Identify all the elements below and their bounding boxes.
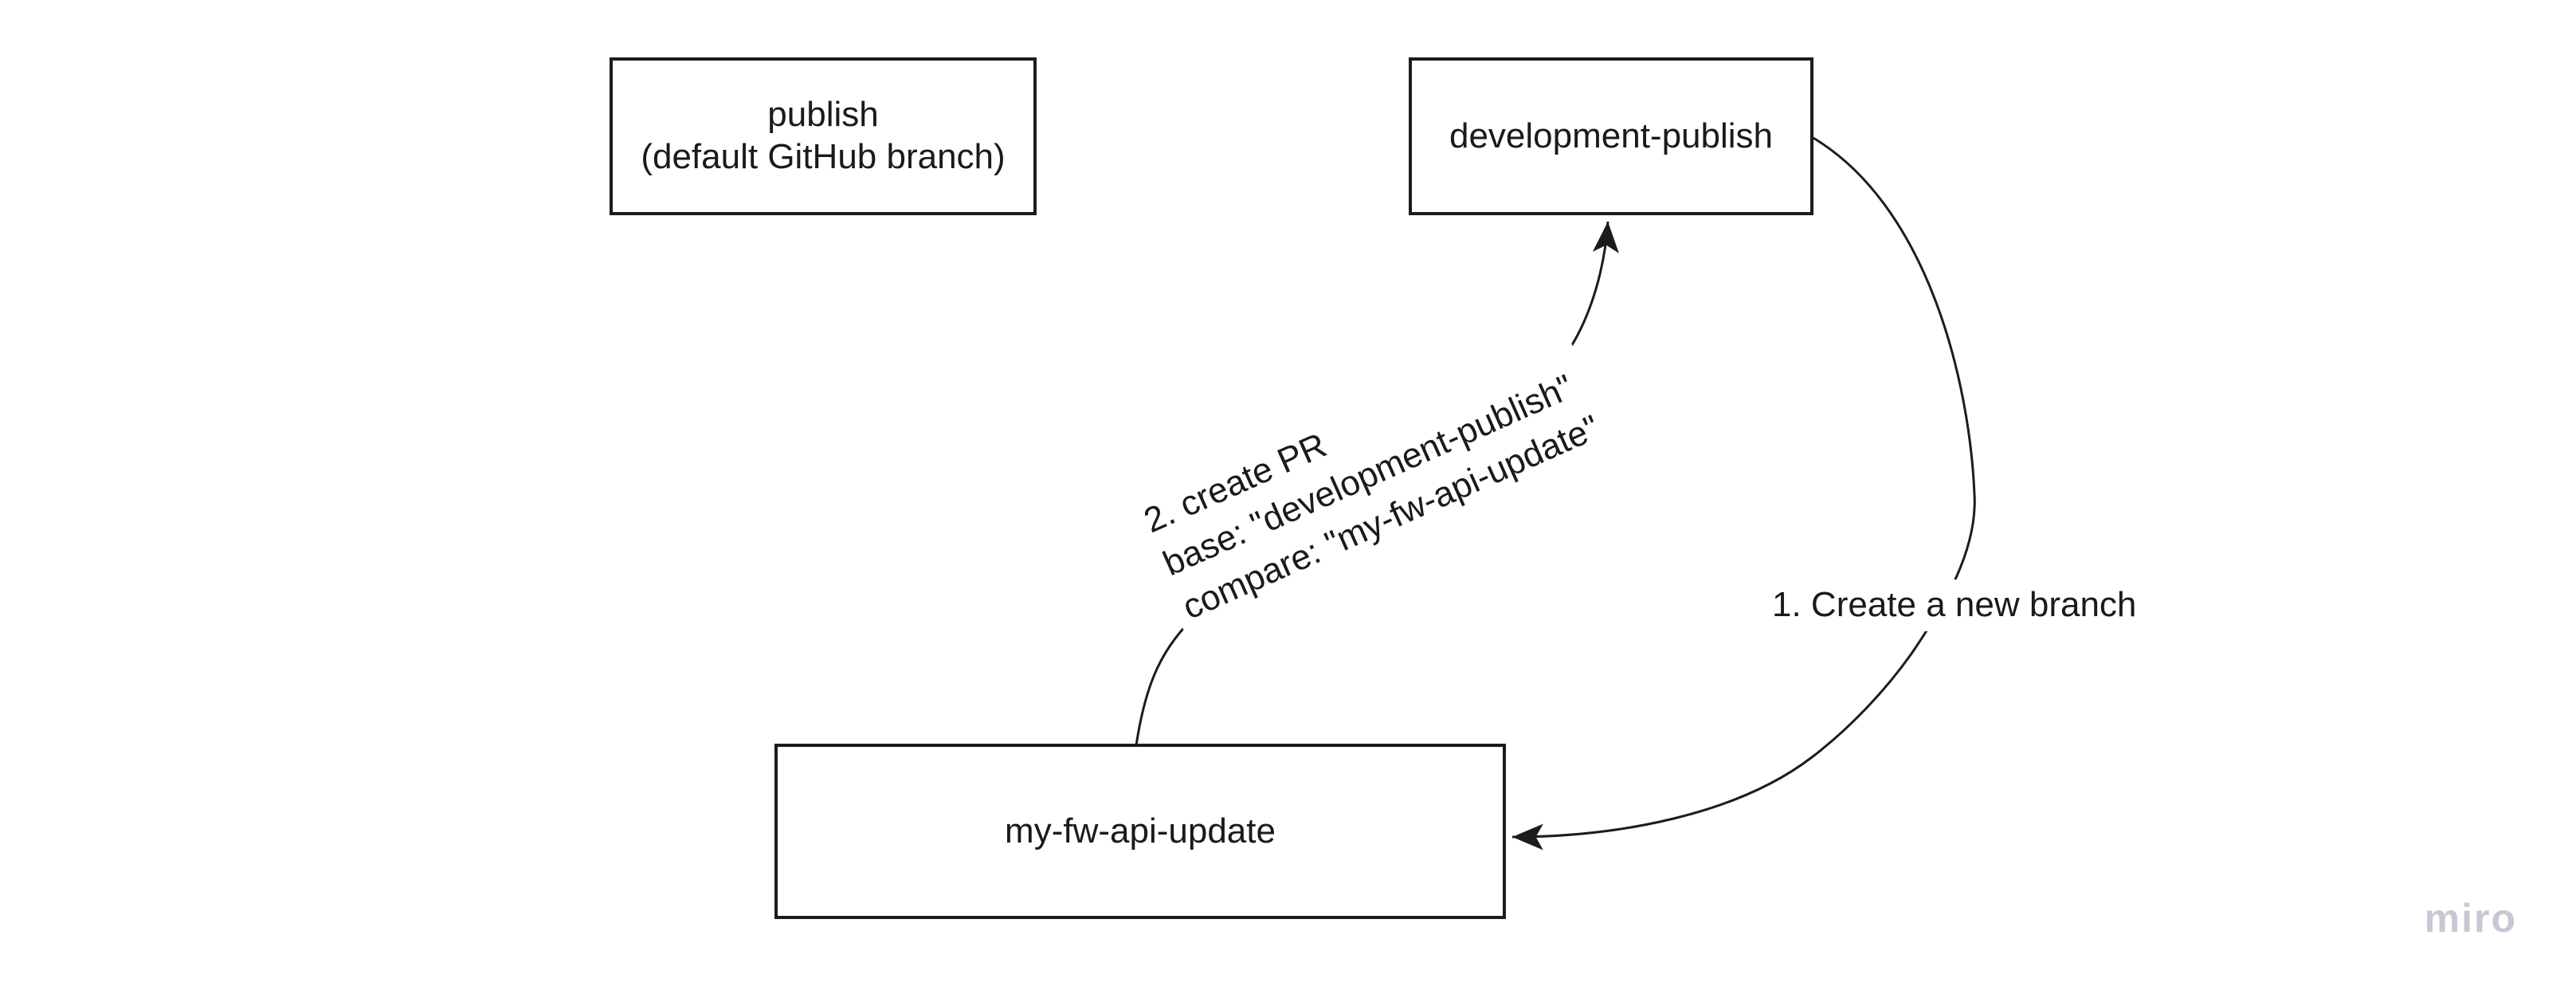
node-publish-label-line2: (default GitHub branch) xyxy=(641,137,1006,176)
node-my-fw-api-update[interactable]: my-fw-api-update xyxy=(774,744,1506,919)
miro-watermark-logo: miro xyxy=(2424,896,2517,941)
node-my-fw-api-update-label: my-fw-api-update xyxy=(1005,811,1276,850)
node-development-publish-label: development-publish xyxy=(1449,116,1774,155)
node-development-publish[interactable]: development-publish xyxy=(1409,57,1813,215)
node-publish-label-line1: publish xyxy=(767,95,879,135)
connector-create-branch-line[interactable] xyxy=(1511,136,1976,850)
connector-create-branch[interactable] xyxy=(1511,136,1976,850)
edge-label-create-branch[interactable]: 1. Create a new branch xyxy=(1762,579,2147,631)
node-publish[interactable]: publish (default GitHub branch) xyxy=(610,57,1037,215)
